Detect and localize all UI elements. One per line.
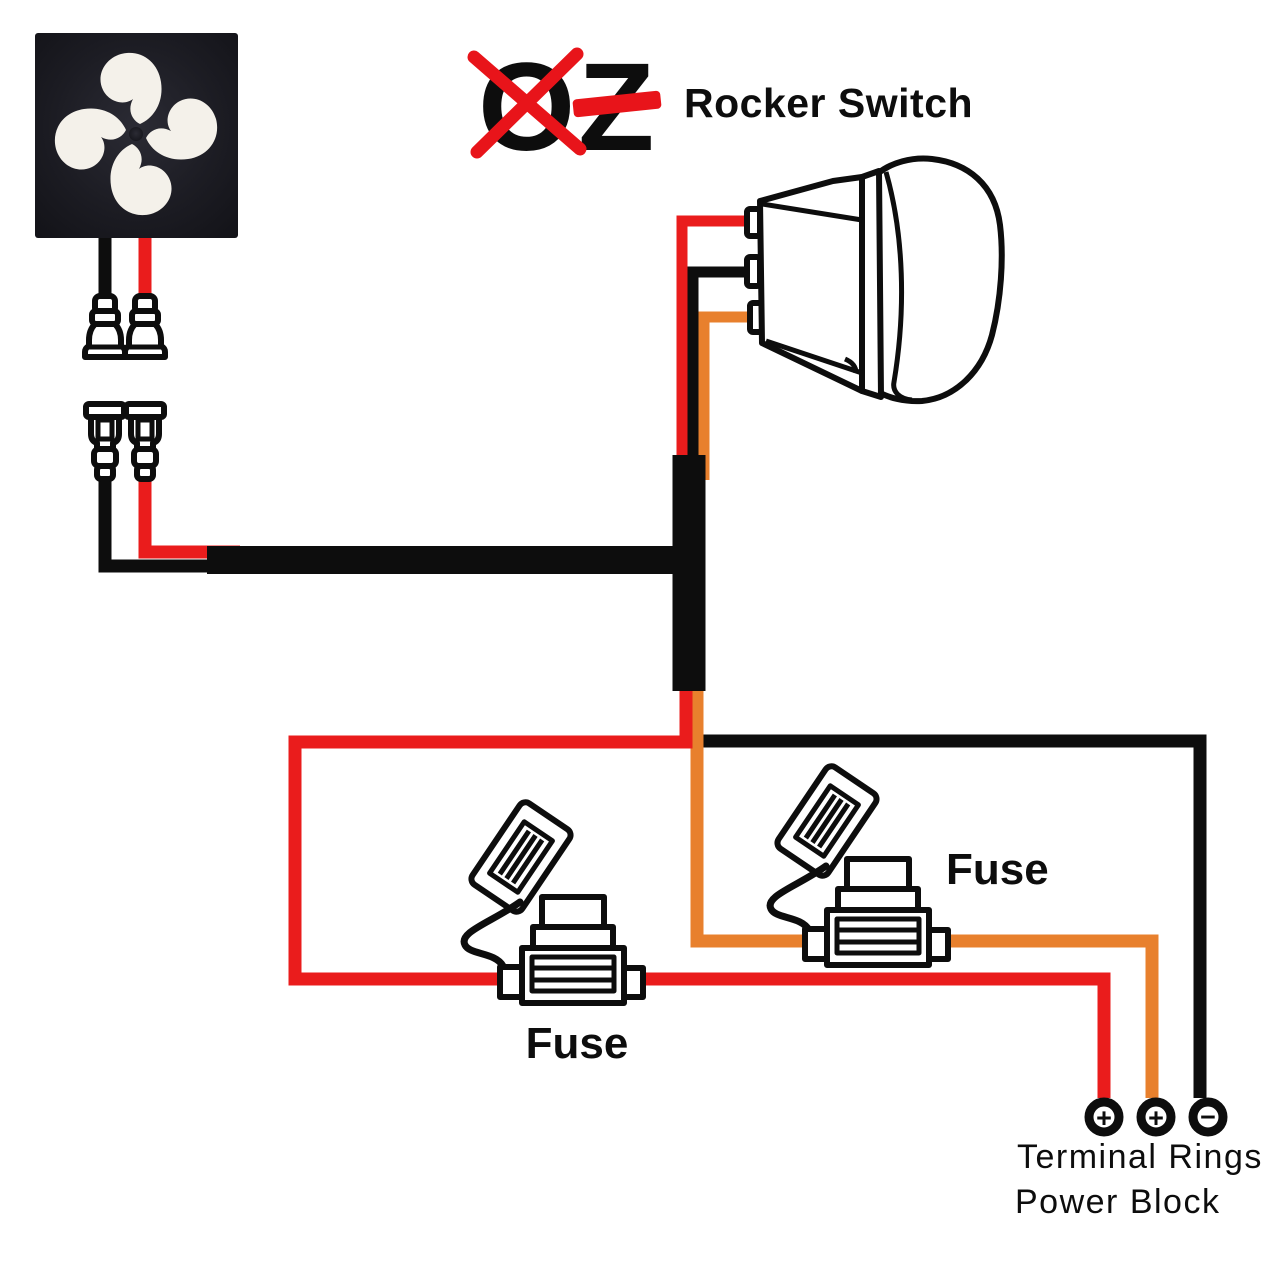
rocker-switch-figure: [744, 155, 1005, 405]
fuse-right-label: Fuse: [946, 845, 1049, 894]
diagram-title: Rocker Switch: [684, 80, 973, 126]
terminal-symbol-1: +: [1096, 1103, 1112, 1133]
accessory-orange-wire: [690, 650, 1159, 1098]
switch-black-wire: [687, 266, 754, 480]
logo-cross-stroke-2: [470, 47, 584, 159]
male-connector-red: [125, 296, 165, 357]
switch-lead-wires: [676, 215, 756, 480]
fan-lead-wires: [98, 234, 240, 573]
power-block-label: Power Block: [1015, 1183, 1220, 1221]
switch-orange-wire: [698, 311, 756, 480]
terminal-symbol-3: −: [1200, 1102, 1216, 1132]
harness-wrap: [207, 455, 706, 691]
fuse-left-pigtail: [460, 898, 524, 970]
fuse-right-pigtail: [766, 862, 830, 934]
switch-rocker-cap: [874, 155, 1005, 405]
fan-red-wire-lower: [138, 474, 240, 559]
terminal-rings-label: Terminal Rings: [1017, 1138, 1263, 1176]
positive-red-wire: [288, 650, 1111, 1098]
switch-body: [757, 174, 865, 394]
terminal-symbol-2: +: [1148, 1103, 1164, 1133]
logo-z-dash: [572, 90, 662, 118]
fan-figure: [35, 33, 238, 238]
fan-black-wire-lower: [98, 474, 240, 573]
female-connector-black: [86, 404, 124, 479]
supply-wires: [288, 650, 1207, 1098]
fuse-right-figure: [766, 764, 948, 965]
fuse-left-label: Fuse: [526, 1019, 629, 1068]
switch-body-notch: [843, 356, 859, 374]
negative-black-wire: [690, 734, 1207, 1098]
switch-body-top-edge: [761, 201, 863, 223]
switch-body-bottom-edge: [765, 338, 863, 376]
brand-logo: O Z: [467, 38, 662, 177]
fan-icon: [54, 52, 218, 216]
female-connector-red: [126, 404, 164, 479]
switch-red-wire: [676, 215, 754, 480]
switch-rocker-seam: [883, 171, 913, 403]
terminal-rings: + + −: [1089, 1102, 1223, 1133]
male-connector-black: [85, 296, 125, 357]
fuse-left-figure: [460, 800, 643, 1003]
